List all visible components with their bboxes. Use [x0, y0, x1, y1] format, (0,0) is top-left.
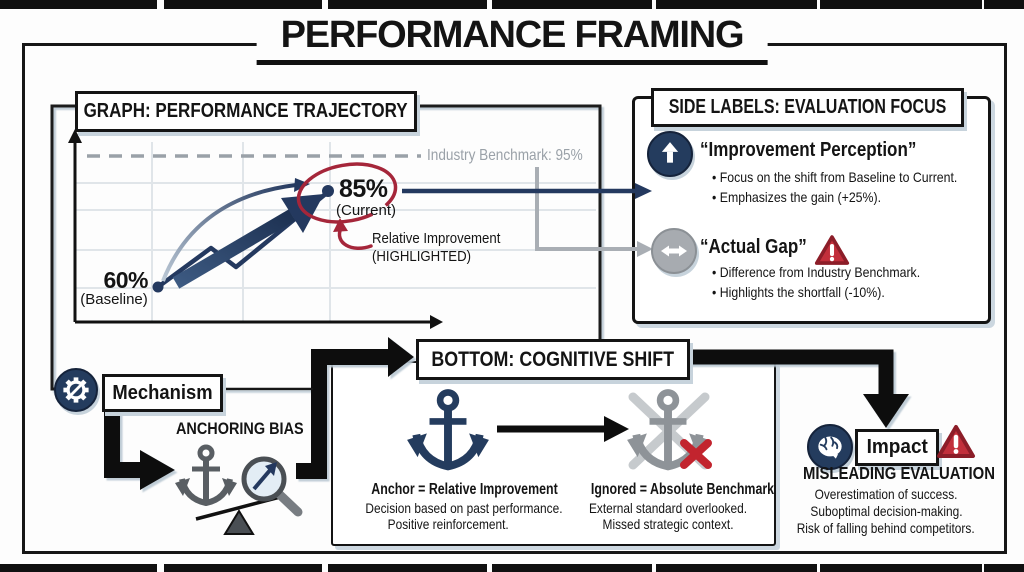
actual-gap-heading: “Actual Gap” — [700, 236, 807, 258]
impact-label: Impact — [866, 436, 928, 458]
improvement-perception-heading: “Improvement Perception” — [700, 139, 917, 161]
warning-triangle-icon — [814, 234, 850, 267]
mechanism-label: Mechanism — [112, 381, 213, 404]
graph-section-header: GRAPH: PERFORMANCE TRAJECTORY — [75, 91, 417, 132]
cognitive-shift-section-header: BOTTOM: COGNITIVE SHIFT — [416, 339, 690, 380]
anchor-block-line2: Positive reinforcement. — [387, 516, 509, 532]
top-decorative-strip — [0, 0, 1024, 9]
impact-line2: Suboptimal decision-making. — [809, 503, 963, 519]
up-arrow-circle-icon — [647, 131, 693, 177]
anchor-block-line1: Decision based on past performance. — [365, 500, 563, 516]
anchoring-bias-label: ANCHORING BIAS — [176, 419, 304, 438]
side-labels-section-header: SIDE LABELS: EVALUATION FOCUS — [651, 88, 964, 127]
anchor-block-title: Anchor = Relative Improvement — [371, 481, 558, 498]
ignored-block-line1: External standard overlooked. — [588, 500, 748, 516]
warning-triangle-icon — [936, 424, 976, 460]
cognitive-shift-header-label: BOTTOM: COGNITIVE SHIFT — [431, 347, 675, 371]
impact-box: Impact — [855, 429, 939, 466]
bottom-decorative-strip — [0, 564, 1024, 572]
left-right-arrow-circle-icon — [651, 228, 697, 274]
ignored-block-line2: Missed strategic context. — [602, 516, 734, 532]
gap-bullet-2: • Highlights the shortfall (-10%). — [712, 284, 885, 300]
improvement-bullet-2: • Emphasizes the gain (+25%). — [712, 189, 882, 205]
brain-icon — [807, 424, 853, 470]
baseline-label: (Baseline) — [80, 291, 148, 308]
page-title: PERFORMANCE FRAMING — [256, 12, 768, 65]
outer-frame — [22, 43, 1007, 554]
impact-line3: Risk of falling behind competitors. — [797, 520, 975, 536]
improvement-bullet-1: • Focus on the shift from Baseline to Cu… — [712, 169, 958, 185]
side-labels-header-label: SIDE LABELS: EVALUATION FOCUS — [668, 96, 947, 118]
impact-line1: Overestimation of success. — [814, 486, 958, 502]
graph-section-header-label: GRAPH: PERFORMANCE TRAJECTORY — [84, 100, 408, 122]
ignored-block-title: Ignored = Absolute Benchmark — [590, 481, 775, 498]
impact-title: MISLEADING EVALUATION — [802, 463, 995, 483]
gap-bullet-1: • Difference from Industry Benchmark. — [712, 264, 921, 280]
